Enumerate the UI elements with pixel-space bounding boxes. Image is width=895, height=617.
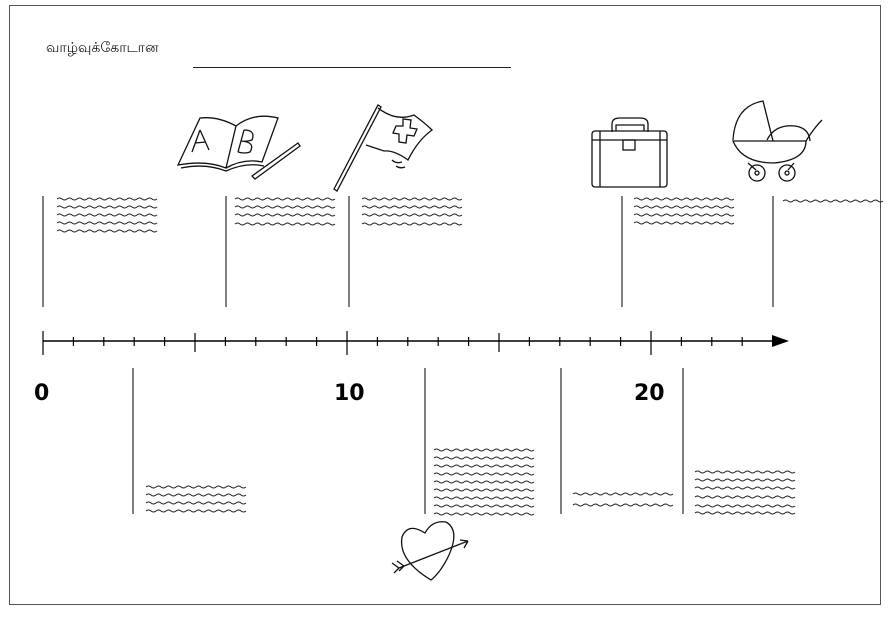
timeline-axis <box>43 331 789 355</box>
axis-arrowhead <box>772 335 789 347</box>
lower-event-lines <box>133 368 683 514</box>
book-ab-icon <box>178 116 300 179</box>
note-block-7 <box>434 449 534 515</box>
note-block-9 <box>695 471 795 514</box>
swiss-flag-icon <box>334 105 432 191</box>
note-block-6 <box>146 486 246 512</box>
briefcase-icon <box>592 118 667 187</box>
heart-arrow-icon <box>392 522 468 580</box>
note-block-1 <box>57 198 157 232</box>
note-block-2 <box>235 198 335 225</box>
upper-event-lines <box>43 196 773 307</box>
wavy-notes <box>57 198 883 515</box>
note-block-4 <box>634 198 734 224</box>
baby-carriage-icon <box>733 101 822 181</box>
note-block-8 <box>573 493 673 506</box>
note-block-3 <box>362 198 462 225</box>
note-block-5 <box>783 200 883 202</box>
